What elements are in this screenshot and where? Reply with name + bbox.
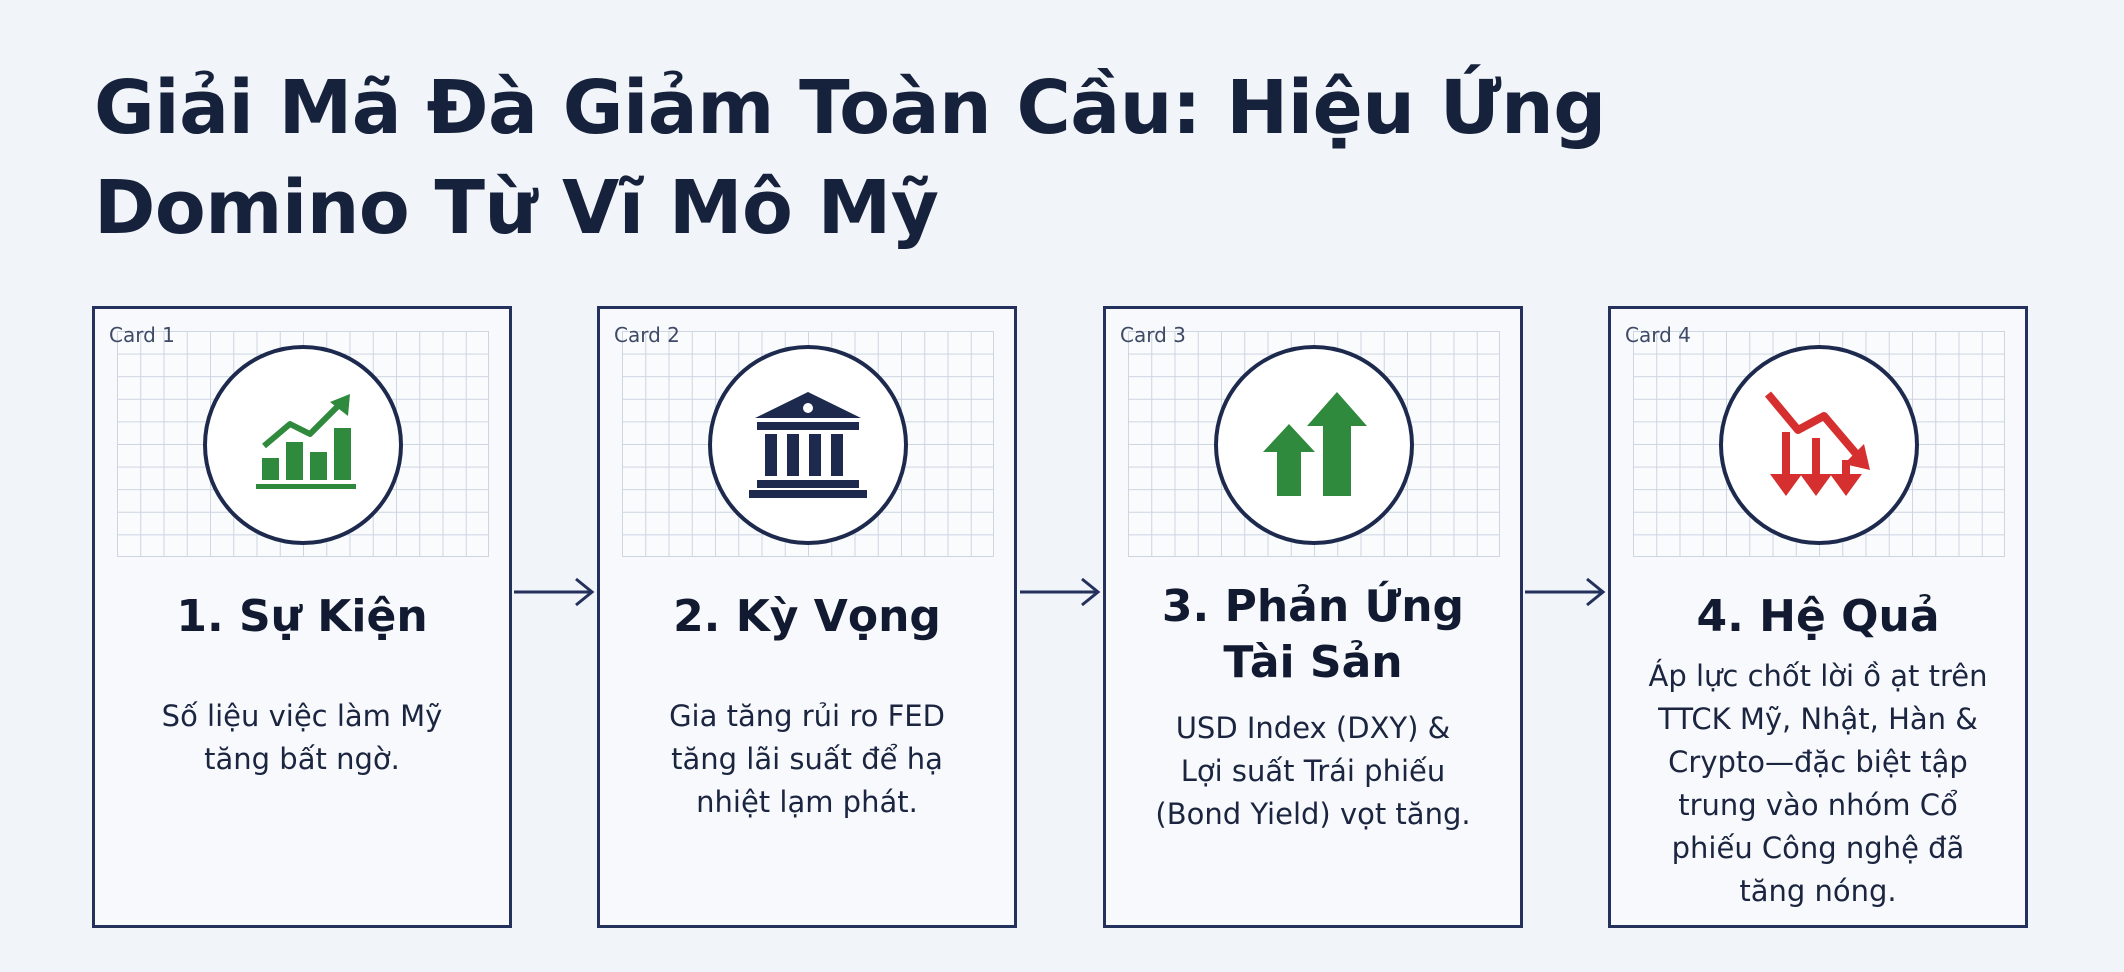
double-arrow-up-icon [1263,392,1367,496]
page-title-line-1: Giải Mã Đà Giảm Toàn Cầu: Hiệu Ứng [94,65,1606,151]
card-tag: Card 2 [614,323,680,347]
flow-arrow-right-icon [1020,577,1101,607]
icon-circle [203,345,403,545]
card-heading-line-2: Tài Sản [1223,637,1403,688]
icon-circle [1719,345,1919,545]
page-title-line-2: Domino Từ Vĩ Mô Mỹ [94,165,939,251]
card-heading: 2. Kỳ Vọng [673,591,941,642]
card-consequence: Card 4 4. Hệ Quả Áp lực chốt lời ồ ạt tr… [1608,306,2028,928]
card-body: Gia tăng rủi ro FED tăng lãi suất để hạ … [669,699,945,819]
trend-down-arrows-icon [1764,391,1870,496]
bank-building-icon [749,392,867,498]
icon-circle [1214,345,1414,545]
card-heading-line-1: 3. Phản Ứng [1161,581,1465,632]
card-tag: Card 4 [1625,323,1691,347]
card-event: Card 1 1. Sự Kiện Số liệu việc làm Mỹ tă… [92,306,512,928]
card-asset-reaction: Card 3 3. Phản Ứng Tài Sản USD Index (DX… [1103,306,1523,928]
card-tag: Card 3 [1120,323,1186,347]
card-body: Số liệu việc làm Mỹ tăng bất ngờ. [161,699,443,776]
flow-arrow-right-icon [514,577,595,607]
bar-chart-up-icon [256,394,356,489]
card-heading: 3. Phản Ứng Tài Sản [1106,579,1520,691]
card-body: Áp lực chốt lời ồ ạt trên TTCK Mỹ, Nhật,… [1648,659,1988,908]
icon-circle [708,345,908,545]
card-tag: Card 1 [109,323,175,347]
page-title: Giải Mã Đà Giảm Toàn Cầu: Hiệu Ứng Domin… [94,58,1994,258]
card-expectation: Card 2 2. Kỳ Vọng Gia tăng rủi ro FED tă… [597,306,1017,928]
card-body: USD Index (DXY) & Lợi suất Trái phiếu (B… [1155,711,1471,831]
card-heading: 4. Hệ Quả [1696,591,1940,642]
flow-arrow-right-icon [1525,577,1606,607]
card-heading: 1. Sự Kiện [176,591,428,642]
